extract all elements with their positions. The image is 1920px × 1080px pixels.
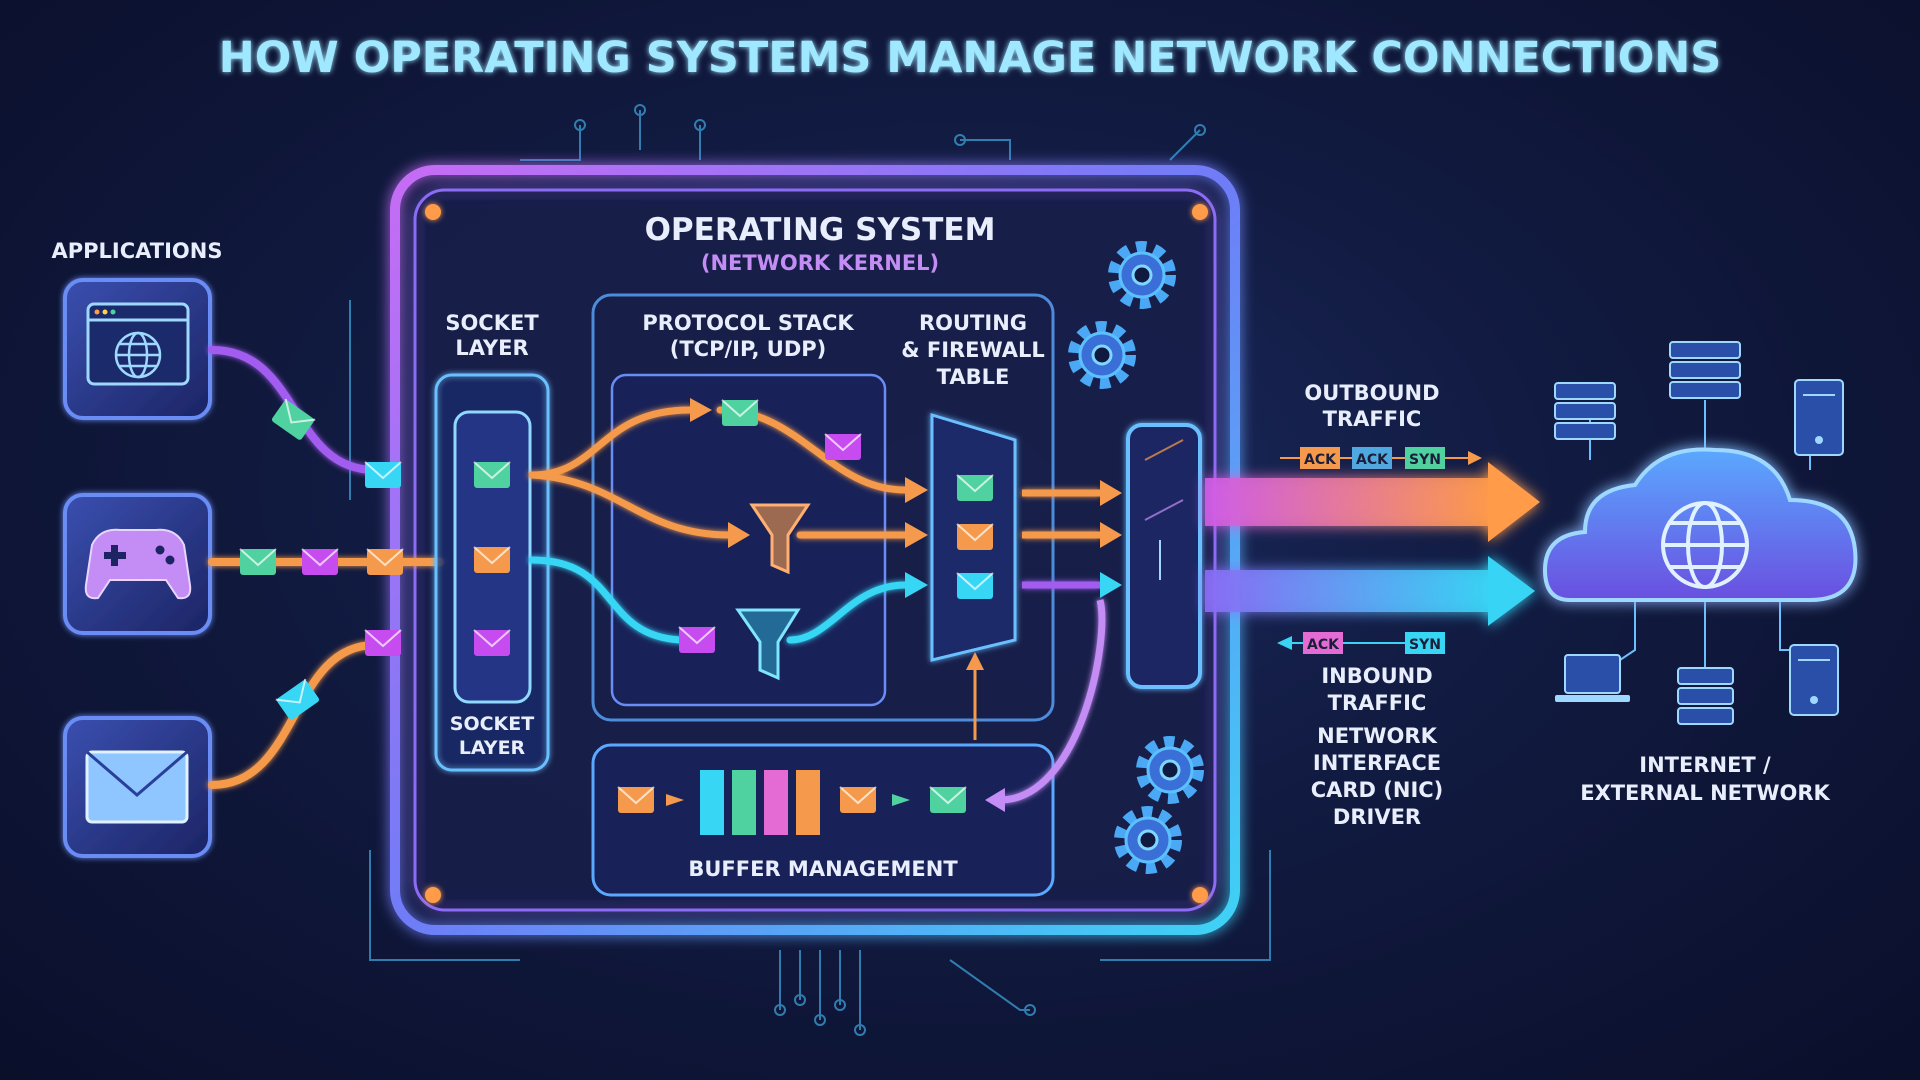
envelope-icon: [617, 786, 655, 814]
envelope-icon: [956, 474, 994, 502]
filter-funnel-icon: [735, 608, 801, 681]
protocol-stack-label: PROTOCOL STACK: [642, 311, 854, 335]
internet-label: INTERNET /: [1639, 753, 1771, 777]
server-rack-icon: [1554, 382, 1616, 440]
flag-ack: ACK: [1307, 637, 1340, 653]
frame-corner-led: [1192, 887, 1208, 903]
socket-layer-bottom-label: LAYER: [459, 737, 526, 759]
internet-label: EXTERNAL NETWORK: [1580, 781, 1830, 805]
envelope-icon: [364, 629, 402, 657]
routing-to-nic: [1022, 489, 1100, 589]
envelope-icon: [364, 461, 402, 489]
os-title: OPERATING SYSTEM: [645, 212, 996, 248]
envelope-icon: [956, 572, 994, 600]
routing-label: ROUTING: [919, 311, 1027, 335]
flag-ack: ACK: [1356, 452, 1389, 468]
nic-label: NETWORK: [1317, 724, 1437, 748]
gamepad-icon: [84, 528, 192, 600]
inbound-label: TRAFFIC: [1328, 691, 1427, 715]
envelope-icon: [239, 548, 277, 576]
routing-label: TABLE: [937, 365, 1010, 389]
buffer-management-box: [591, 743, 1055, 897]
page-title: HOW OPERATING SYSTEMS MANAGE NETWORK CON…: [219, 33, 1721, 83]
outbound-flags: ACK ACK SYN: [1280, 447, 1482, 469]
mail-icon: [85, 750, 189, 824]
server-rack-icon: [1677, 667, 1734, 725]
frame-corner-led: [425, 887, 441, 903]
filter-funnel-icon: [749, 503, 811, 575]
desktop-tower-icon: [1789, 644, 1839, 716]
buffer-slot: [764, 770, 788, 835]
envelope-icon: [956, 523, 994, 551]
browser-app-icon[interactable]: [63, 278, 212, 420]
frame-corner-led: [1192, 204, 1208, 220]
desktop-tower-icon: [1794, 379, 1844, 456]
nic-driver-box: [1126, 423, 1202, 689]
nic-label: INTERFACE: [1313, 751, 1441, 775]
envelope-icon: [366, 548, 404, 576]
flag-syn: SYN: [1409, 452, 1441, 468]
socket-layer-top-label: SOCKET: [445, 311, 539, 335]
socket-layer-top-label: LAYER: [455, 336, 528, 360]
inbound-flags: ACK SYN: [1277, 632, 1445, 654]
game-app-icon[interactable]: [63, 493, 212, 635]
envelope-icon: [721, 399, 759, 427]
laptop-icon: [1555, 654, 1630, 702]
envelope-icon: [929, 786, 967, 814]
protocol-stack-box: [591, 293, 1055, 722]
nic-label: DRIVER: [1333, 805, 1421, 829]
envelope-icon: [301, 548, 339, 576]
circuit-traces: [349, 104, 1271, 1036]
outbound-label: TRAFFIC: [1323, 407, 1422, 431]
envelope-icon: [839, 786, 877, 814]
globe-icon: [1661, 501, 1749, 589]
envelope-icon: [473, 629, 511, 657]
buffer-slot: [700, 770, 724, 835]
protocol-stack-label: (TCP/IP, UDP): [670, 337, 827, 361]
buffer-slot: [796, 770, 820, 835]
mail-app-icon[interactable]: [63, 716, 212, 858]
protocol-arrowheads: [690, 398, 928, 598]
applications-label: APPLICATIONS: [52, 239, 223, 263]
server-rack-icon: [1669, 341, 1741, 399]
outbound-label: OUTBOUND: [1304, 381, 1439, 405]
socket-layer-box: [434, 373, 550, 772]
globe-icon: [114, 331, 162, 379]
nic-label: CARD (NIC): [1311, 778, 1444, 802]
flag-syn: SYN: [1409, 637, 1441, 653]
inbound-label: INBOUND: [1321, 664, 1432, 688]
envelope-icon: [824, 433, 862, 461]
socket-layer-bottom-label: SOCKET: [450, 713, 534, 735]
routing-label: & FIREWALL: [901, 338, 1045, 362]
inbound-traffic-arrow: [1205, 556, 1535, 626]
flag-ack: ACK: [1304, 452, 1337, 468]
routing-table-box: [930, 412, 1017, 662]
envelope-icon: [473, 546, 511, 574]
buffer-label: BUFFER MANAGEMENT: [688, 857, 958, 881]
os-subtitle: (NETWORK KERNEL): [701, 251, 939, 275]
envelope-icon: [473, 461, 511, 489]
buffer-slot: [732, 770, 756, 835]
envelope-icon: [678, 626, 716, 654]
outbound-traffic-arrow: [1205, 462, 1540, 542]
frame-corner-led: [425, 204, 441, 220]
inbound-to-buffer-line: [999, 599, 1106, 804]
